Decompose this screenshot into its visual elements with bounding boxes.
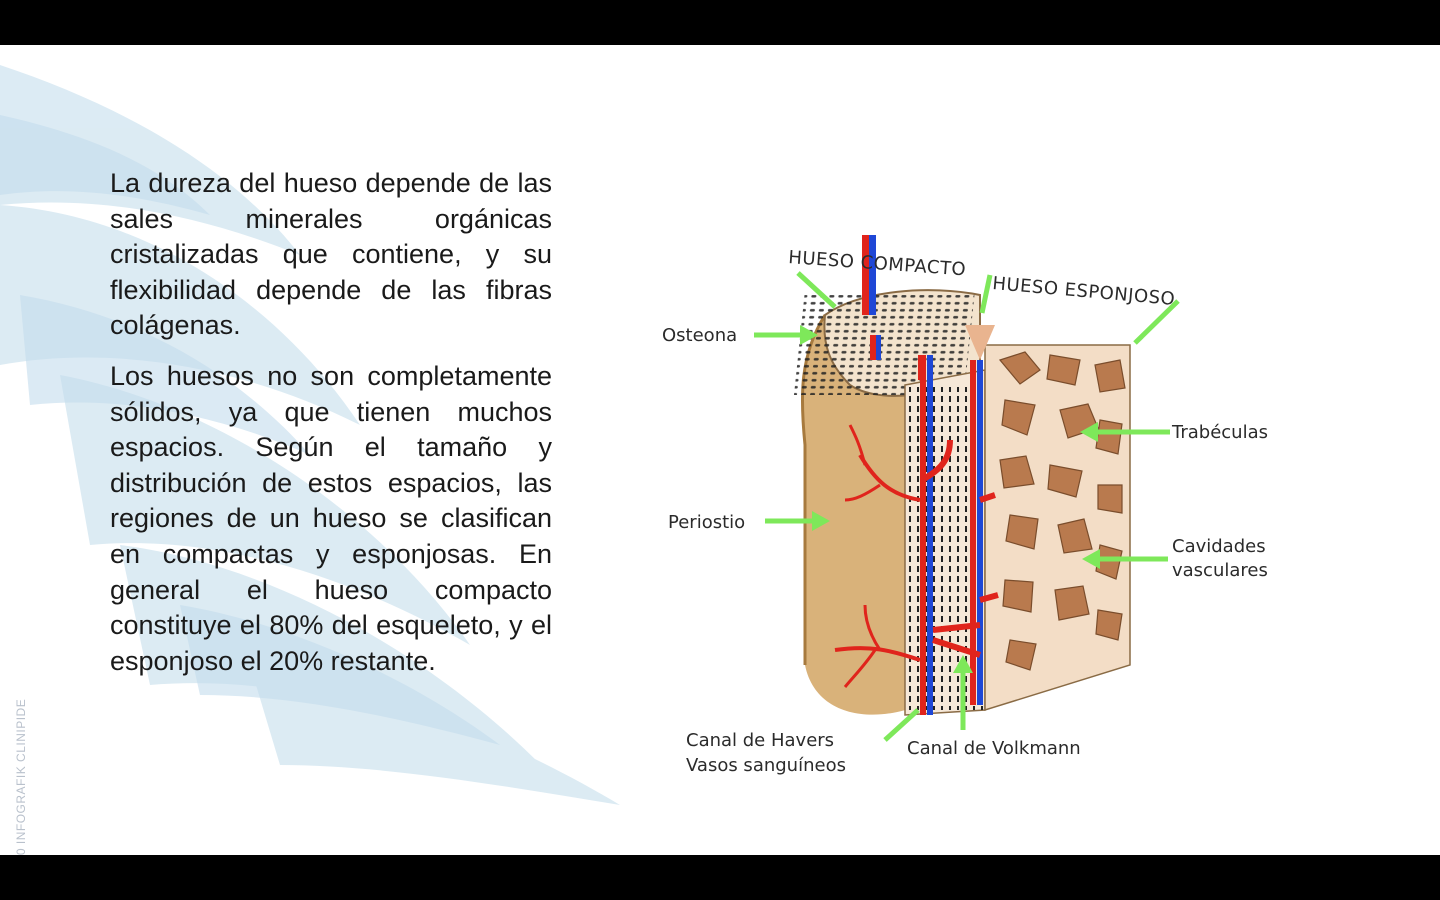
label-osteona: Osteona (662, 325, 737, 346)
paragraph-espacios: Los huesos no son completamente sólidos,… (110, 360, 552, 676)
label-hueso-compacto: HUESO COMPACTO (788, 247, 967, 280)
copyright-text: © 2020 INFOGRAFIK CLINIPIDE (14, 698, 28, 855)
slide-text-block: La dureza del hueso depende de las sales… (110, 166, 552, 694)
label-canal-volkmann: Canal de Volkmann (907, 738, 1081, 759)
label-cavidades: Cavidades (1172, 536, 1266, 557)
bone-illustration (793, 235, 1131, 716)
label-vasculares: vasculares (1172, 560, 1268, 581)
background-swoosh-art (0, 65, 620, 805)
label-trabeculas: Trabéculas (1171, 422, 1268, 443)
label-canal-havers: Canal de Havers (686, 730, 834, 751)
label-arrows (754, 271, 1180, 742)
label-periostio: Periostio (668, 512, 745, 533)
slide: © 2020 INFOGRAFIK CLINIPIDE La dureza de… (0, 45, 1440, 855)
label-hueso-esponjoso: HUESO ESPONJOSO (992, 273, 1176, 310)
label-vasos-sanguineos: Vasos sanguíneos (686, 755, 846, 776)
blood-vessels (834, 235, 999, 715)
bone-structure-diagram: HUESO COMPACTO HUESO ESPONJOSO Osteona T… (662, 235, 1268, 776)
paragraph-dureza: La dureza del hueso depende de las sales… (110, 168, 552, 341)
